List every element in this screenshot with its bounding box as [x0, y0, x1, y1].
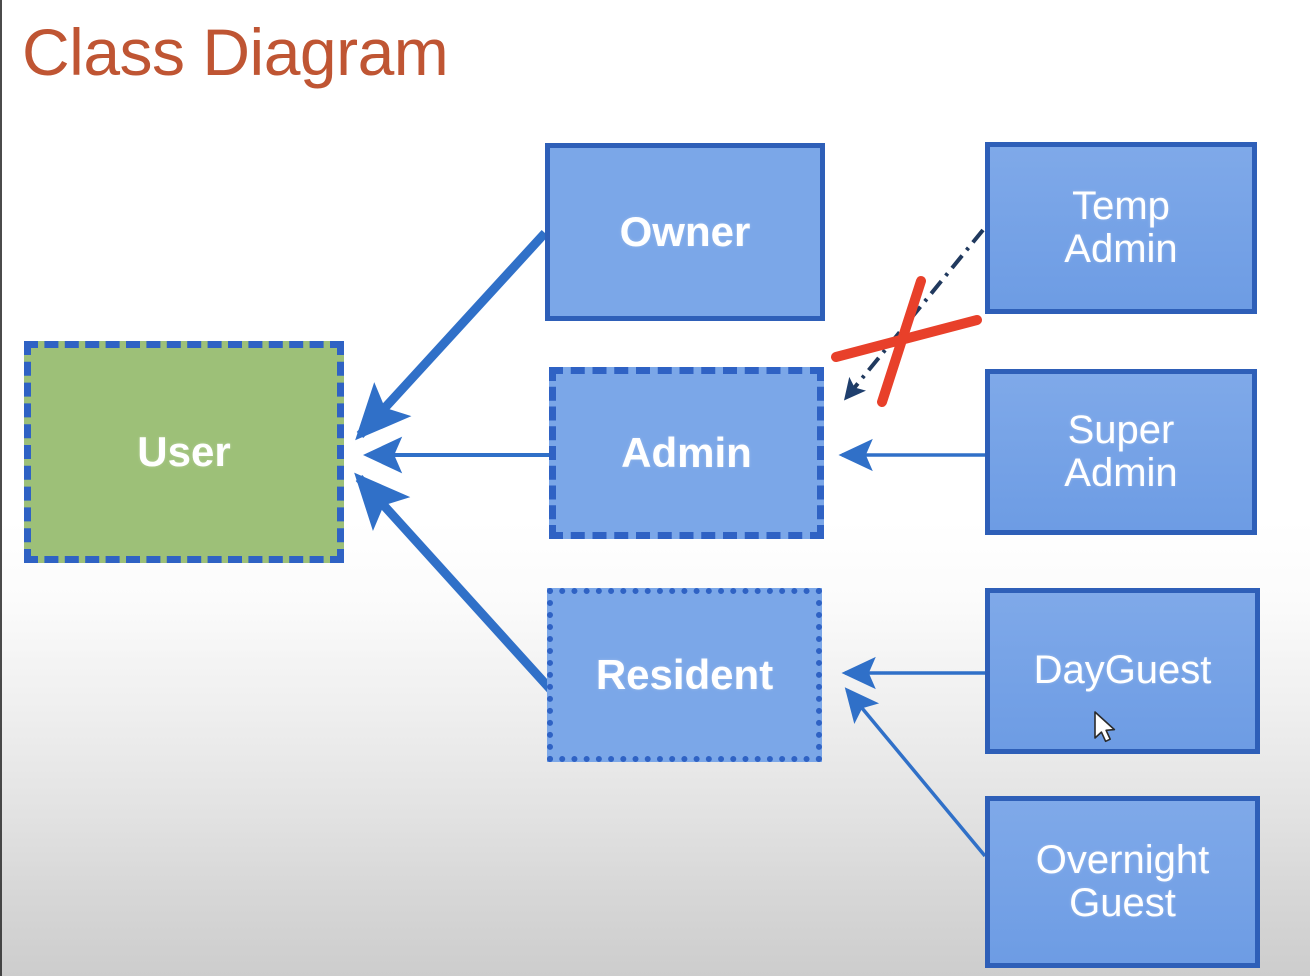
class-box-admin[interactable]: Admin: [549, 367, 824, 539]
class-box-super-admin[interactable]: Super Admin: [985, 369, 1257, 535]
class-label-resident: Resident: [595, 651, 774, 699]
class-label-user: User: [137, 428, 231, 476]
class-box-user[interactable]: User: [24, 341, 344, 563]
class-label-day-guest: DayGuest: [1033, 648, 1212, 693]
class-label-temp-admin: Temp Admin: [1064, 183, 1178, 271]
class-box-resident[interactable]: Resident: [547, 588, 822, 762]
edge-overnight-guest-to-resident: [844, 687, 987, 858]
edge-owner-to-user: [355, 229, 549, 441]
class-label-super-admin: Super Admin: [1064, 407, 1178, 495]
frame-left-edge: [0, 0, 2, 976]
cursor-arrow-icon: [1094, 711, 1116, 743]
class-label-overnight-guest: Overnight Guest: [1035, 837, 1210, 925]
class-label-admin: Admin: [621, 429, 752, 477]
edge-resident-to-user: [354, 472, 555, 694]
class-box-temp-admin[interactable]: Temp Admin: [985, 142, 1257, 314]
class-box-day-guest[interactable]: DayGuest: [985, 588, 1260, 754]
class-box-overnight-guest[interactable]: Overnight Guest: [985, 796, 1260, 968]
class-label-owner: Owner: [619, 208, 751, 256]
red-cross-annotation: [831, 276, 982, 407]
page-title: Class Diagram: [22, 15, 449, 89]
class-box-owner[interactable]: Owner: [545, 143, 825, 321]
